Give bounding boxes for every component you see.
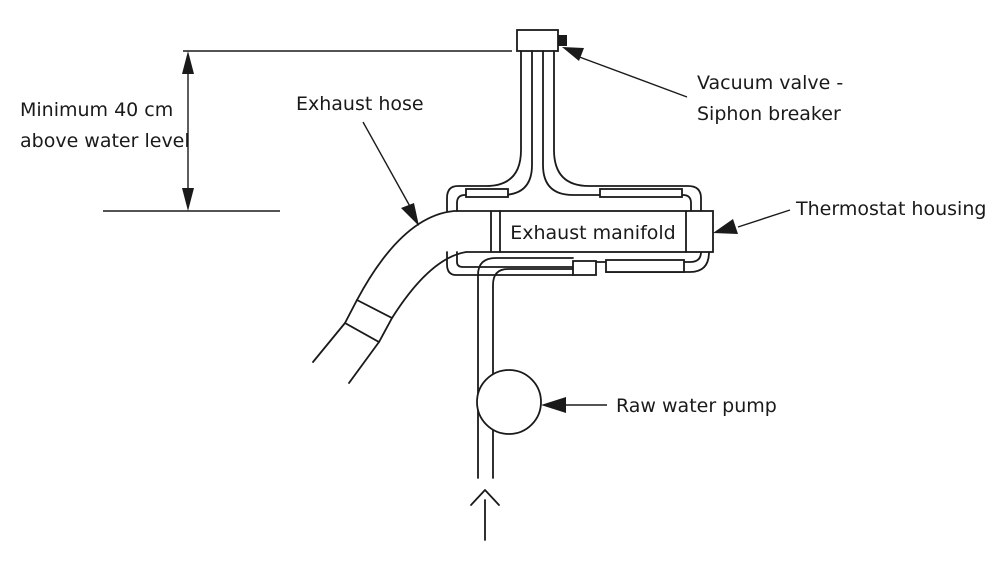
thermostat-pointer-icon <box>713 219 738 234</box>
exhaust-manifold-label: Exhaust manifold <box>510 222 676 244</box>
hose-clamp-left <box>465 188 509 198</box>
callout-leaders <box>362 47 791 413</box>
intake-arrow-up-icon <box>470 489 500 506</box>
siphon-pipe <box>446 50 702 212</box>
vacuum-valve-label-line1: Vacuum valve - <box>697 72 843 94</box>
raw-water-pump-label: Raw water pump <box>616 395 777 417</box>
exhaust-hose-pointer-icon <box>401 203 419 226</box>
vacuum-valve <box>516 29 567 52</box>
exhaust-hose <box>312 210 491 384</box>
vacuum-valve-pointer-icon <box>562 47 584 61</box>
vacuum-valve-label-line2: Siphon breaker <box>697 103 841 125</box>
vacuum-valve-cap <box>558 35 567 46</box>
dimension-arrow-down-icon <box>182 188 194 211</box>
raw-water-circuit <box>470 257 574 541</box>
hose-clamp-right <box>599 188 683 198</box>
height-reference <box>103 50 512 212</box>
return-clamp-left <box>572 260 597 276</box>
exhaust-hose-coupling <box>343 298 394 344</box>
manifold-body <box>490 210 714 253</box>
height-label-line1: Minimum 40 cm <box>20 99 173 121</box>
exhaust-hose-label: Exhaust hose <box>296 93 424 115</box>
return-pipes <box>446 251 710 276</box>
thermostat-housing-label: Thermostat housing <box>795 198 986 220</box>
raw-water-pump-body <box>476 369 542 435</box>
height-label-line2: above water level <box>20 130 190 152</box>
return-clamp-right <box>605 259 685 273</box>
pump-pointer-icon <box>541 397 566 413</box>
vacuum-valve-body <box>516 29 559 52</box>
text-labels: Minimum 40 cm above water level Exhaust … <box>20 72 986 417</box>
dimension-arrow-up-icon <box>182 51 194 74</box>
exhaust-manifold: Exhaust manifold <box>490 210 714 253</box>
